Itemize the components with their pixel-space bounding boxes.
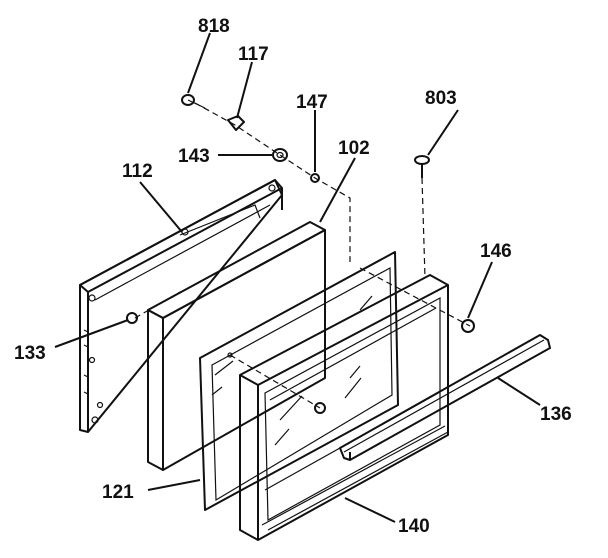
label-117: 117	[238, 44, 269, 65]
part-center-bumper	[314, 402, 326, 414]
label-803: 803	[425, 88, 457, 109]
part-143-bumper	[272, 148, 288, 162]
part-146-bumper	[461, 319, 475, 333]
part-818-screw	[181, 94, 206, 109]
part-136-door-handle	[339, 334, 551, 461]
label-112: 112	[122, 161, 153, 182]
part-147-nut	[310, 173, 320, 183]
label-102: 102	[338, 138, 370, 159]
label-133: 133	[14, 343, 46, 364]
label-136: 136	[540, 404, 572, 425]
part-133-bumper	[126, 312, 138, 324]
part-121-glass-pane	[199, 251, 399, 511]
leader-lines	[54, 32, 541, 523]
label-818: 818	[198, 16, 230, 37]
part-112-inner-door-panel	[79, 179, 283, 433]
label-121: 121	[102, 482, 134, 503]
part-102-insulation-block	[147, 221, 326, 471]
label-143: 143	[178, 146, 210, 167]
label-147: 147	[296, 92, 328, 113]
assembly-dash-lines	[134, 102, 471, 409]
part-labels: 818 117 147 803 143 102 112 146 133 136 …	[14, 16, 572, 537]
label-140: 140	[398, 516, 430, 537]
part-117-clip	[227, 115, 245, 131]
part-803-screw	[414, 155, 430, 178]
label-146: 146	[480, 241, 512, 262]
